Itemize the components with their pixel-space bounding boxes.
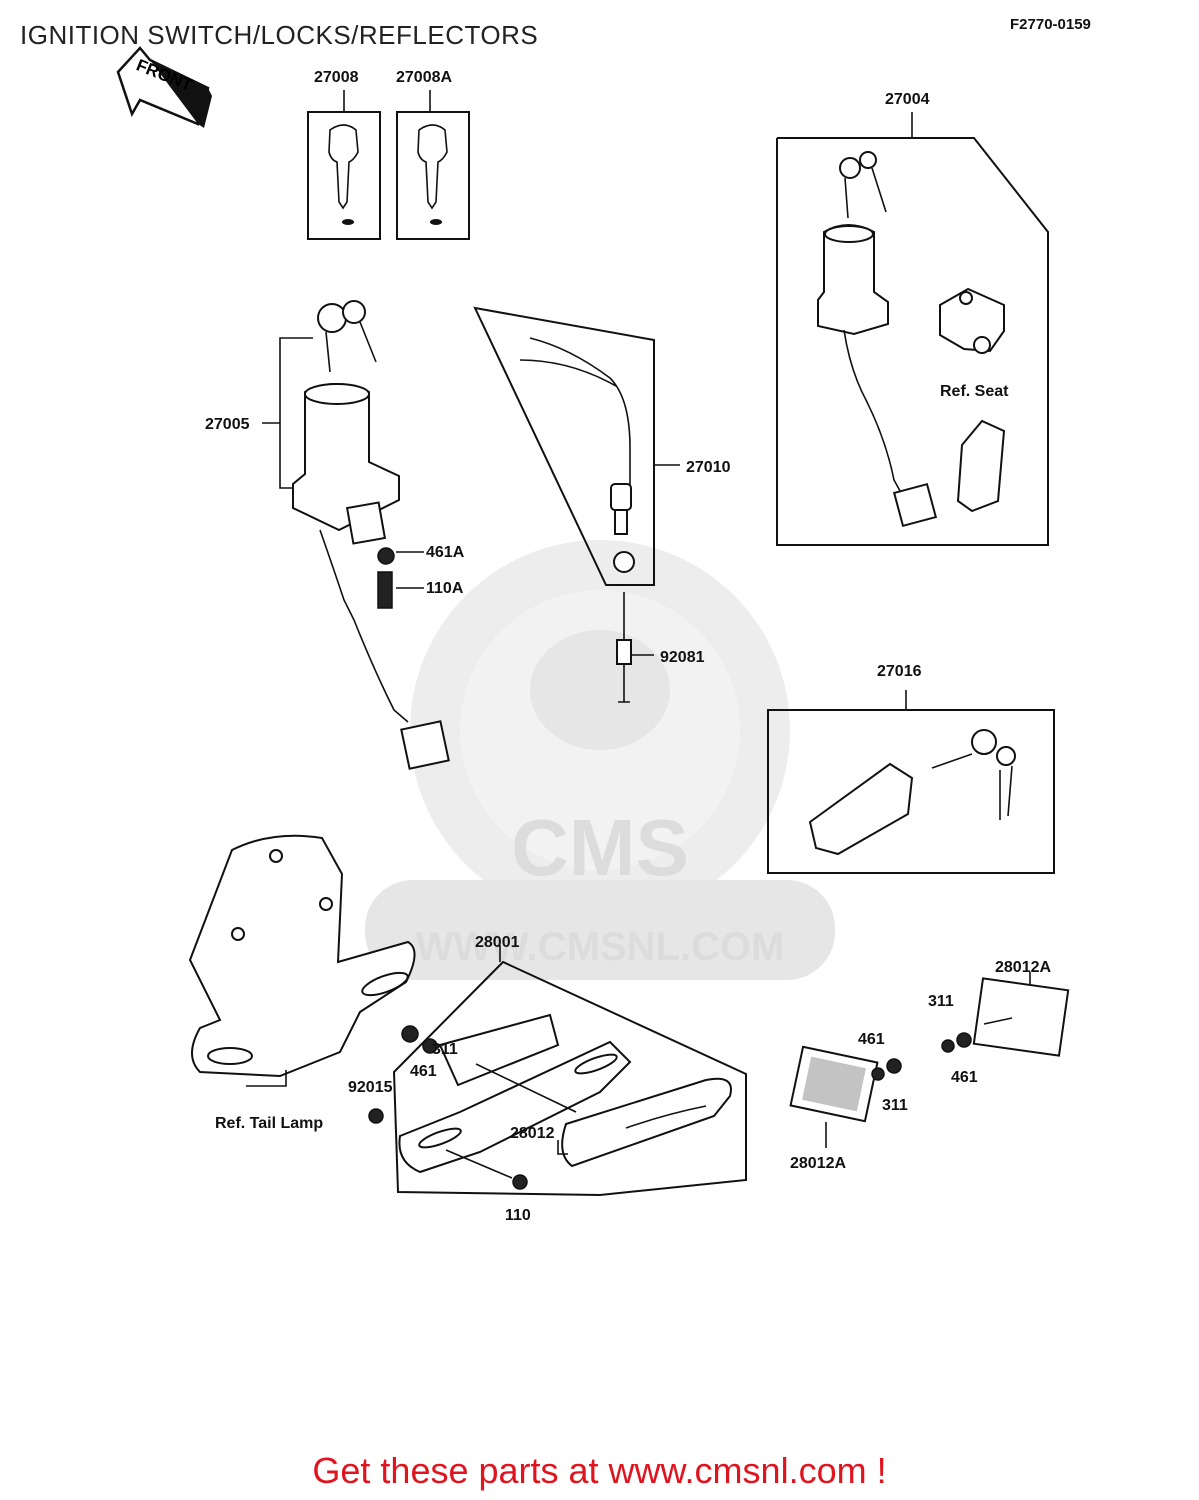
page-title: IGNITION SWITCH/LOCKS/REFLECTORS: [20, 20, 539, 50]
label-110A: 110A: [426, 580, 464, 597]
ignition-switch-27005: [262, 300, 450, 770]
label-28012A-top: 28012A: [995, 959, 1051, 976]
watermark-url: WWW.CMSNL.COM: [416, 925, 785, 969]
watermark-brand: CMS: [511, 803, 689, 892]
footer-link[interactable]: Get these parts at www.cmsnl.com !: [312, 1450, 887, 1491]
label-461A: 461A: [426, 544, 465, 561]
label-27004: 27004: [885, 91, 930, 108]
label-461-left: 461: [410, 1063, 437, 1080]
ignition-switch-set-27004: [776, 112, 1049, 546]
label-27008: 27008: [314, 69, 359, 86]
lock-27016: [767, 690, 1055, 874]
label-28001: 28001: [475, 934, 520, 951]
label-110: 110: [505, 1207, 531, 1224]
label-461-mid: 461: [858, 1031, 885, 1048]
ref-seat-label: Ref. Seat: [940, 383, 1009, 400]
key-27008A: [396, 90, 470, 240]
tail-lamp-bracket: [188, 834, 416, 1087]
bracket-28001: [368, 945, 747, 1197]
label-27008A: 27008A: [396, 69, 452, 86]
label-311-left: 311: [432, 1041, 458, 1058]
front-arrow-icon: FRONT: [116, 46, 212, 128]
label-27010: 27010: [686, 459, 731, 476]
label-27005: 27005: [205, 416, 250, 433]
label-27016: 27016: [877, 663, 922, 680]
figure-code: F2770-0159: [1010, 16, 1091, 33]
reflector-28012A-lower: [789, 1045, 902, 1148]
reflector-28012A-upper: [941, 972, 1070, 1057]
harness-27010: [473, 306, 680, 703]
label-28012: 28012: [510, 1125, 555, 1142]
label-311-mid: 311: [882, 1097, 908, 1114]
cms-watermark: CMS WWW.CMSNL.COM: [365, 540, 835, 980]
label-92081: 92081: [660, 649, 705, 666]
key-27008: [307, 90, 381, 240]
label-461-right: 461: [951, 1069, 978, 1086]
ref-tail-lamp-label: Ref. Tail Lamp: [215, 1115, 323, 1132]
label-92015: 92015: [348, 1079, 393, 1096]
label-28012A-bottom: 28012A: [790, 1155, 846, 1172]
label-311-right: 311: [928, 993, 954, 1010]
